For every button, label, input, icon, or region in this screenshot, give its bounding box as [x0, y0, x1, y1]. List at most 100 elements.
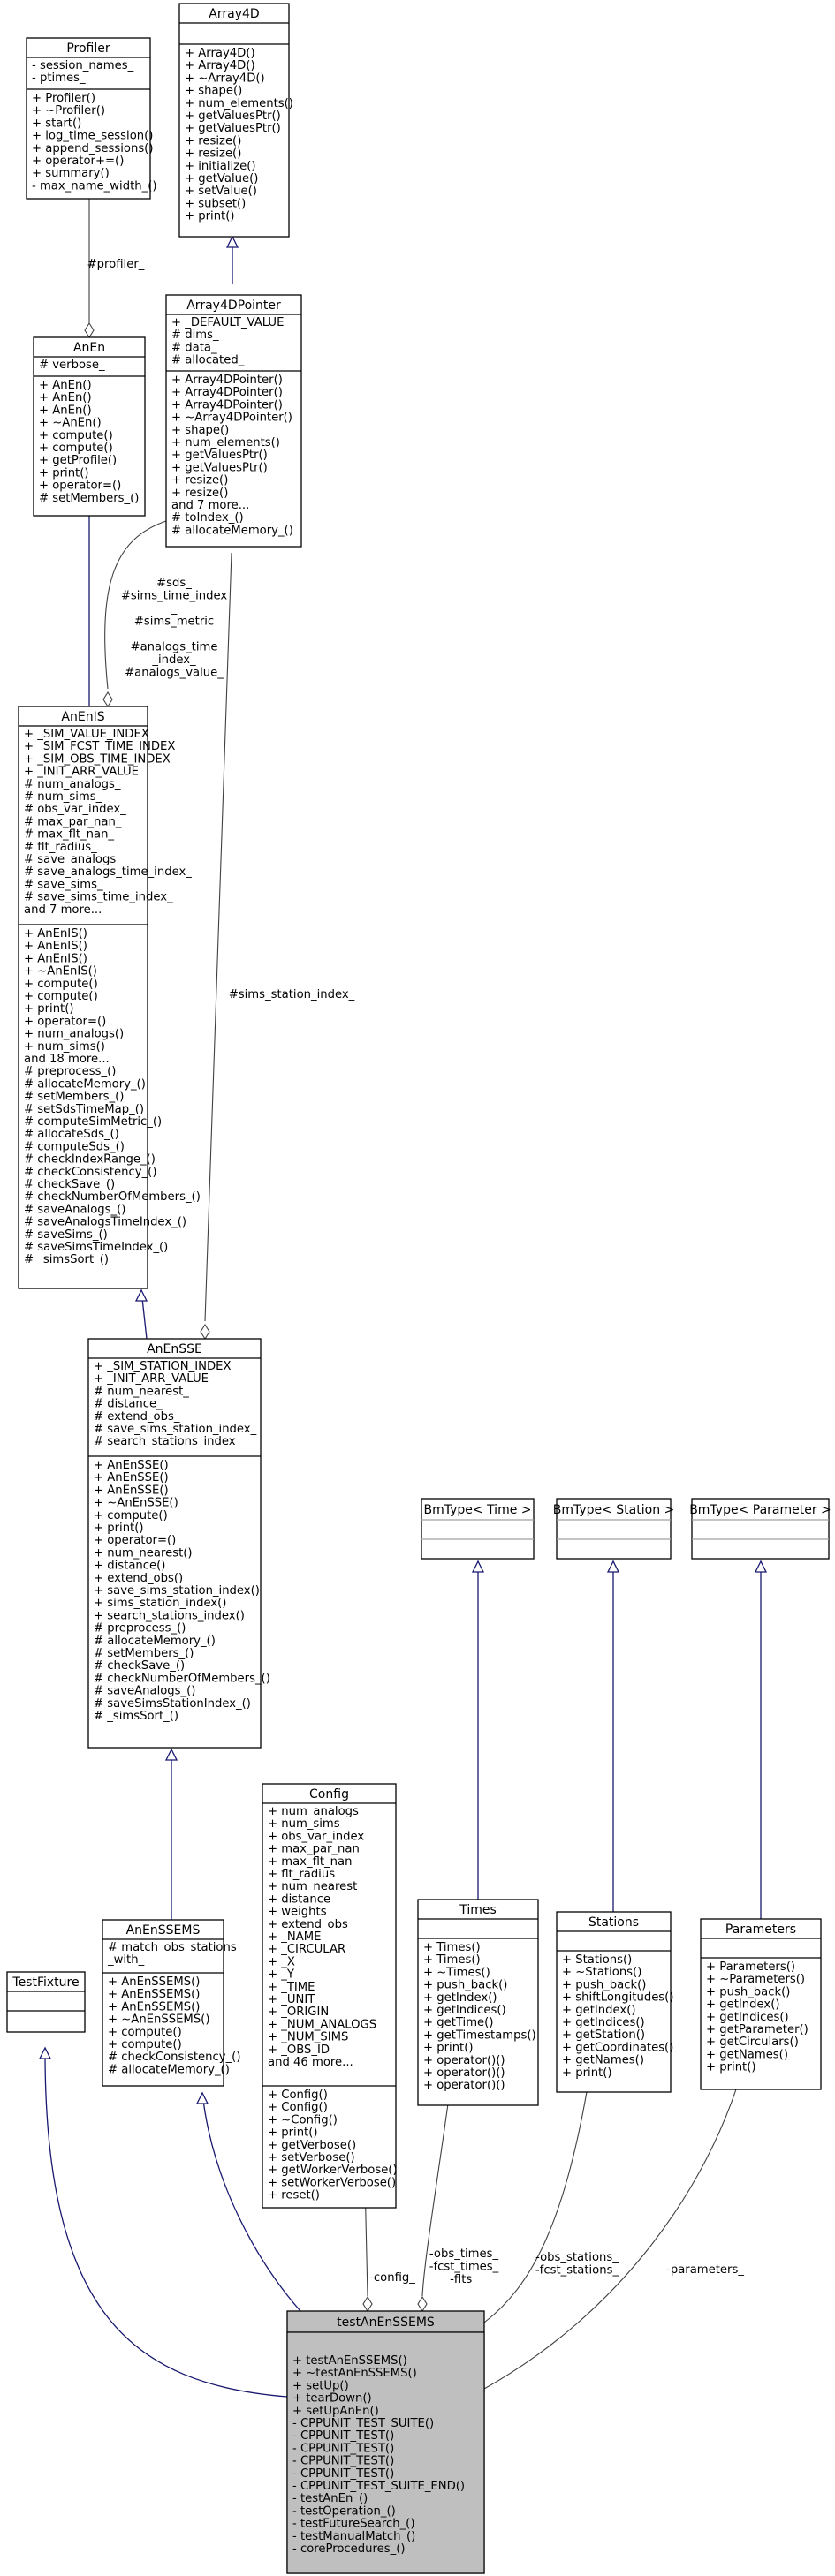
- inherit-array4dpointer-array4d: [225, 235, 239, 284]
- class-testanenssems[interactable]: testAnEnSSEMS+ testAnEnSSEMS()+ ~testAnE…: [286, 2310, 485, 2574]
- class-bmstation[interactable]: BmType< Station >: [553, 1498, 675, 1560]
- class-box: [26, 37, 151, 200]
- class-profiler[interactable]: Profiler- session_names_- ptimes_+ Profi…: [26, 37, 157, 200]
- class-method: # saveSimsTimeIndex_(): [24, 1241, 168, 1254]
- class-method: # toIndex_(): [171, 511, 244, 525]
- class-method: + log_time_session(): [32, 130, 153, 143]
- class-method: # allocateMemory_(): [24, 1077, 146, 1091]
- class-method: + push_back(): [706, 1985, 790, 1998]
- class-attribute: # save_analogs_: [24, 853, 122, 866]
- class-method: - testOperation_(): [292, 2504, 396, 2518]
- class-attribute: # obs_var_index_: [24, 803, 126, 816]
- class-stations[interactable]: Stations+ Stations()+ ~Stations()+ push_…: [556, 1911, 673, 2093]
- class-title: TestFixture: [11, 1975, 79, 1990]
- class-parameters[interactable]: Parameters+ Parameters()+ ~Parameters()+…: [700, 1918, 822, 2090]
- class-method: + append_sessions(): [32, 142, 153, 155]
- class-attribute: + num_nearest: [268, 1880, 357, 1893]
- class-attribute: # data_: [171, 341, 217, 354]
- class-attribute: + obs_var_index: [268, 1830, 364, 1843]
- svg-text:-obs_stations_: -obs_stations_: [535, 2251, 619, 2264]
- class-method: # _simsSort_(): [24, 1253, 109, 1266]
- class-method: + AnEnIS(): [24, 927, 87, 941]
- class-attribute: + _ORIGIN: [268, 2006, 329, 2019]
- class-title: Parameters: [725, 1923, 796, 1937]
- class-method: + getWorkerVerbose(): [268, 2164, 398, 2177]
- comp-profiler-anen: [84, 180, 95, 339]
- class-method: + setUpAnEn(): [292, 2405, 379, 2418]
- class-attribute: and 7 more...: [24, 903, 102, 917]
- comp-stations-test: [472, 2070, 591, 2327]
- class-attribute: # search_stations_index_: [94, 1435, 242, 1448]
- class-method: + shape(): [171, 424, 229, 437]
- class-anen[interactable]: AnEn# verbose_+ AnEn()+ AnEn()+ AnEn()+ …: [33, 336, 146, 517]
- class-method: + ~Profiler(): [32, 104, 105, 117]
- class-attribute: + num_analogs: [268, 1805, 359, 1818]
- class-config[interactable]: Config+ num_analogs+ num_sims+ obs_var_i…: [262, 1783, 398, 2209]
- class-attribute: + weights: [268, 1906, 327, 1919]
- class-method: + push_back(): [423, 1979, 507, 1992]
- class-method: + shiftLongitudes(): [562, 1991, 673, 2005]
- class-method: + Array4DPointer(): [171, 386, 283, 399]
- class-method: # computeSimMetric_(): [24, 1115, 162, 1129]
- class-anensse[interactable]: AnEnSSE+ _SIM_STATION_INDEX+ _INIT_ARR_V…: [87, 1338, 270, 1749]
- class-method: + print(): [94, 1522, 144, 1535]
- svg-text:#profiler_: #profiler_: [87, 258, 145, 271]
- svg-text:_: _: [171, 602, 178, 616]
- class-title: Times: [459, 1903, 497, 1917]
- class-array4dpointer[interactable]: Array4DPointer+ _DEFAULT_VALUE# dims_# d…: [165, 294, 302, 548]
- class-box: [6, 1971, 86, 2033]
- class-attribute: # num_nearest_: [94, 1385, 189, 1398]
- class-method: # saveSimsStationIndex_(): [94, 1697, 251, 1711]
- svg-text:-parameters_: -parameters_: [666, 2263, 744, 2277]
- class-method: and 7 more...: [171, 499, 249, 512]
- comp-array4dpointer-anensse: [200, 552, 232, 1341]
- class-attribute: # verbose_: [39, 359, 105, 372]
- class-bmparameter[interactable]: BmType< Parameter >: [689, 1498, 831, 1560]
- class-attribute: - ptimes_: [32, 72, 86, 85]
- class-method: + getParameter(): [706, 2023, 808, 2036]
- class-method: - CPPUNIT_TEST(): [292, 2455, 394, 2468]
- class-method: # setMembers_(): [24, 1091, 124, 1104]
- class-method: + getIndex(): [706, 1998, 780, 2012]
- class-method: + ~Parameters(): [706, 1973, 805, 1986]
- class-method: + getIndices(): [562, 2016, 645, 2029]
- class-attribute: + _UNIT: [268, 1993, 315, 2006]
- class-method: + getTimestamps(): [423, 2028, 536, 2042]
- class-anenis[interactable]: AnEnIS+ _SIM_VALUE_INDEX+ _SIM_FCST_TIME…: [18, 706, 201, 1289]
- class-method: + getIndex(): [562, 2004, 636, 2017]
- class-method: + getStation(): [562, 2028, 645, 2042]
- class-method: - CPPUNIT_TEST_SUITE_END(): [292, 2480, 465, 2493]
- class-attribute: - session_names_: [32, 59, 134, 72]
- class-method: + num_elements(): [171, 436, 280, 449]
- class-testfixture[interactable]: TestFixture: [6, 1971, 86, 2033]
- edge-label-sds: #sds_#sims_time_index_#sims_metric#analo…: [121, 577, 228, 680]
- class-times[interactable]: Times+ Times()+ Times()+ ~Times()+ push_…: [417, 1899, 539, 2106]
- class-method: # allocateMemory_(): [94, 1635, 216, 1648]
- class-method: + compute(): [24, 978, 98, 991]
- class-method: + resize(): [171, 487, 228, 500]
- class-method: # checkConsistency_(): [24, 1166, 156, 1179]
- class-body: [286, 2331, 485, 2574]
- class-anenssems[interactable]: AnEnSSEMS# match_obs_stations_with_+ AnE…: [102, 1919, 240, 2087]
- svg-text:#analogs_time: #analogs_time: [131, 641, 218, 654]
- class-method: + print(): [185, 210, 235, 223]
- class-attribute: + max_par_nan: [268, 1843, 360, 1856]
- class-method: + getValuesPtr(): [185, 110, 281, 123]
- class-method: - CPPUNIT_TEST_SUITE(): [292, 2417, 434, 2430]
- class-method: - CPPUNIT_TEST(): [292, 2467, 394, 2481]
- class-method: + print(): [423, 2042, 474, 2055]
- class-title: Array4DPointer: [186, 298, 281, 313]
- class-method: + distance(): [94, 1560, 165, 1573]
- class-array4d[interactable]: Array4D+ Array4D()+ Array4D()+ ~Array4D(…: [178, 3, 293, 238]
- class-method: # checkSave_(): [94, 1659, 185, 1673]
- class-attribute: + _INIT_ARR_VALUE: [94, 1372, 209, 1386]
- class-method: + getNames(): [562, 2054, 644, 2067]
- class-method: + setVerbose(): [268, 2151, 355, 2164]
- class-title: testAnEnSSEMS: [337, 2315, 435, 2330]
- class-method: + AnEnIS(): [24, 952, 87, 965]
- class-method: + getValue(): [185, 172, 258, 185]
- svg-text:_index_: _index_: [151, 653, 196, 667]
- class-attribute: + _OBS_ID: [268, 2043, 330, 2057]
- class-bmtime[interactable]: BmType< Time >: [421, 1498, 535, 1560]
- class-method: + Stations(): [562, 1953, 632, 1967]
